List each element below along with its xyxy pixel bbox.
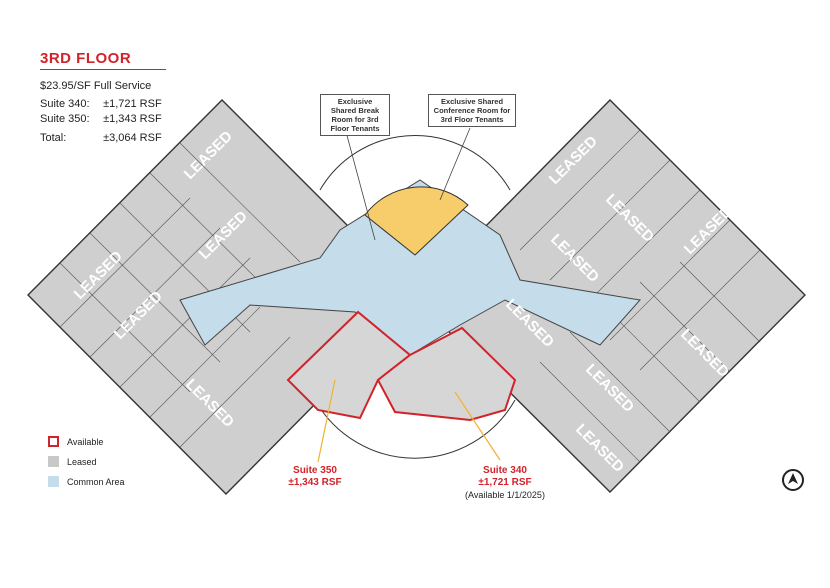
conference-room-callout: Exclusive Shared Conference Room for 3rd… [428, 94, 516, 127]
suite-availability: (Available 1/1/2025) [465, 490, 545, 500]
suite-340-row: Suite 340: ±1,721 RSF [40, 98, 162, 110]
legend-label: Common Area [67, 476, 125, 487]
floor-title: 3RD FLOOR [40, 50, 132, 67]
suite-340-label: Suite 340 ±1,721 RSF (Available 1/1/2025… [450, 465, 560, 501]
leader-line-suite-340 [454, 391, 501, 461]
north-arrow-icon [782, 469, 804, 491]
suite-row-value: ±1,343 RSF [103, 113, 162, 125]
legend-leased: Leased [48, 456, 97, 467]
suite-size: ±1,721 RSF [478, 477, 532, 488]
top-atrium-arc [319, 135, 511, 191]
legend-label: Leased [67, 456, 97, 467]
suite-row-label: Suite 350: [40, 113, 90, 125]
legend-label: Available [67, 436, 104, 447]
legend-swatch [48, 436, 59, 447]
legend-swatch [48, 476, 59, 487]
legend-available: Available [48, 436, 103, 447]
suite-350-row: Suite 350: ±1,343 RSF [40, 113, 162, 125]
suite-size: ±1,343 RSF [288, 477, 342, 488]
shared-rooms [364, 186, 469, 256]
leader-line-break-room [344, 127, 376, 241]
break-room-callout: Exclusive Shared Break Room for 3rd Floo… [320, 94, 390, 136]
suite-row-value: ±1,721 RSF [103, 98, 162, 110]
suite-340-outline [376, 326, 517, 422]
legend-swatch [48, 456, 59, 467]
bottom-atrium-arc [314, 399, 516, 459]
right-wing-rooms [519, 129, 761, 463]
leader-line-suite-350 [317, 379, 336, 463]
suite-row-label: Total: [40, 132, 67, 144]
title-rule [40, 69, 166, 70]
suite-name: Suite 350 [293, 465, 337, 476]
leader-line-conference-room [439, 127, 471, 201]
suite-350-label: Suite 350 ±1,343 RSF [275, 465, 355, 489]
legend-common-area: Common Area [48, 476, 125, 487]
suite-row-value: ±3,064 RSF [103, 132, 162, 144]
total-row: Total: ±3,064 RSF [40, 132, 162, 144]
pricing-text: $23.95/SF Full Service [40, 80, 152, 92]
suite-name: Suite 340 [483, 465, 527, 476]
suite-row-label: Suite 340: [40, 98, 90, 110]
